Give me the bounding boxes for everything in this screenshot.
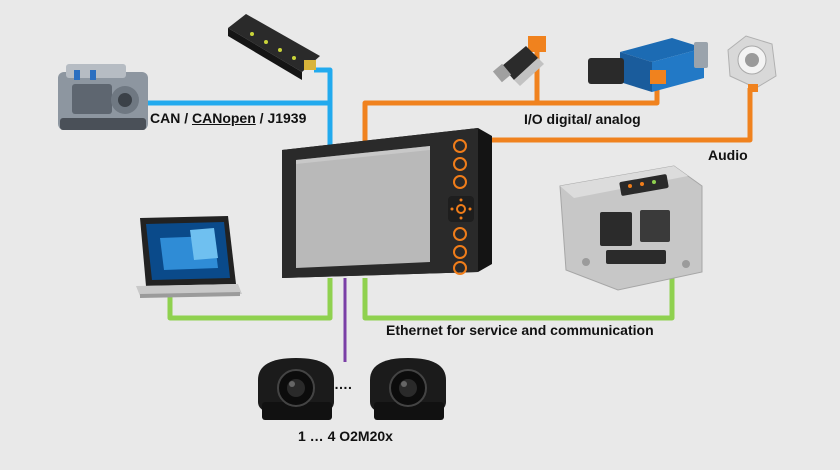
display-unit — [282, 128, 492, 278]
hydraulic-valve-icon — [588, 38, 708, 92]
laptop-icon — [136, 216, 242, 298]
io-label: I/O digital/ analog — [524, 111, 641, 127]
engine-icon — [58, 64, 148, 130]
display-button-1 — [453, 139, 467, 153]
can-line-io-module — [314, 67, 333, 103]
controller-icon — [559, 165, 703, 291]
audio-label: Audio — [708, 147, 748, 163]
audio-line — [488, 88, 753, 143]
ethernet-line-controller — [362, 260, 675, 321]
can-label-part3: / J1939 — [255, 110, 307, 126]
ethernet-line-laptop — [167, 278, 333, 321]
can-label-part2: CANopen — [192, 110, 256, 126]
display-button-4 — [453, 227, 467, 241]
display-button-3 — [453, 175, 467, 189]
camera-icon-right — [370, 358, 446, 420]
io-line-sensor — [362, 40, 540, 148]
speaker-icon — [727, 35, 777, 92]
ethernet-label: Ethernet for service and communication — [386, 322, 654, 338]
io-module-icon — [228, 14, 320, 80]
pressure-sensor-icon — [492, 36, 546, 86]
camera-icon-left — [258, 358, 334, 420]
can-label-part1: CAN / — [150, 110, 192, 126]
cameras-label: 1 … 4 O2M20x — [298, 428, 393, 444]
camera-ellipsis: …. — [334, 376, 352, 392]
display-dpad — [448, 196, 474, 222]
display-button-2 — [453, 157, 467, 171]
display-button-5 — [453, 245, 467, 259]
connection-lines — [145, 40, 753, 362]
display-button-6 — [453, 261, 467, 275]
can-label: CAN / CANopen / J1939 — [150, 110, 306, 126]
